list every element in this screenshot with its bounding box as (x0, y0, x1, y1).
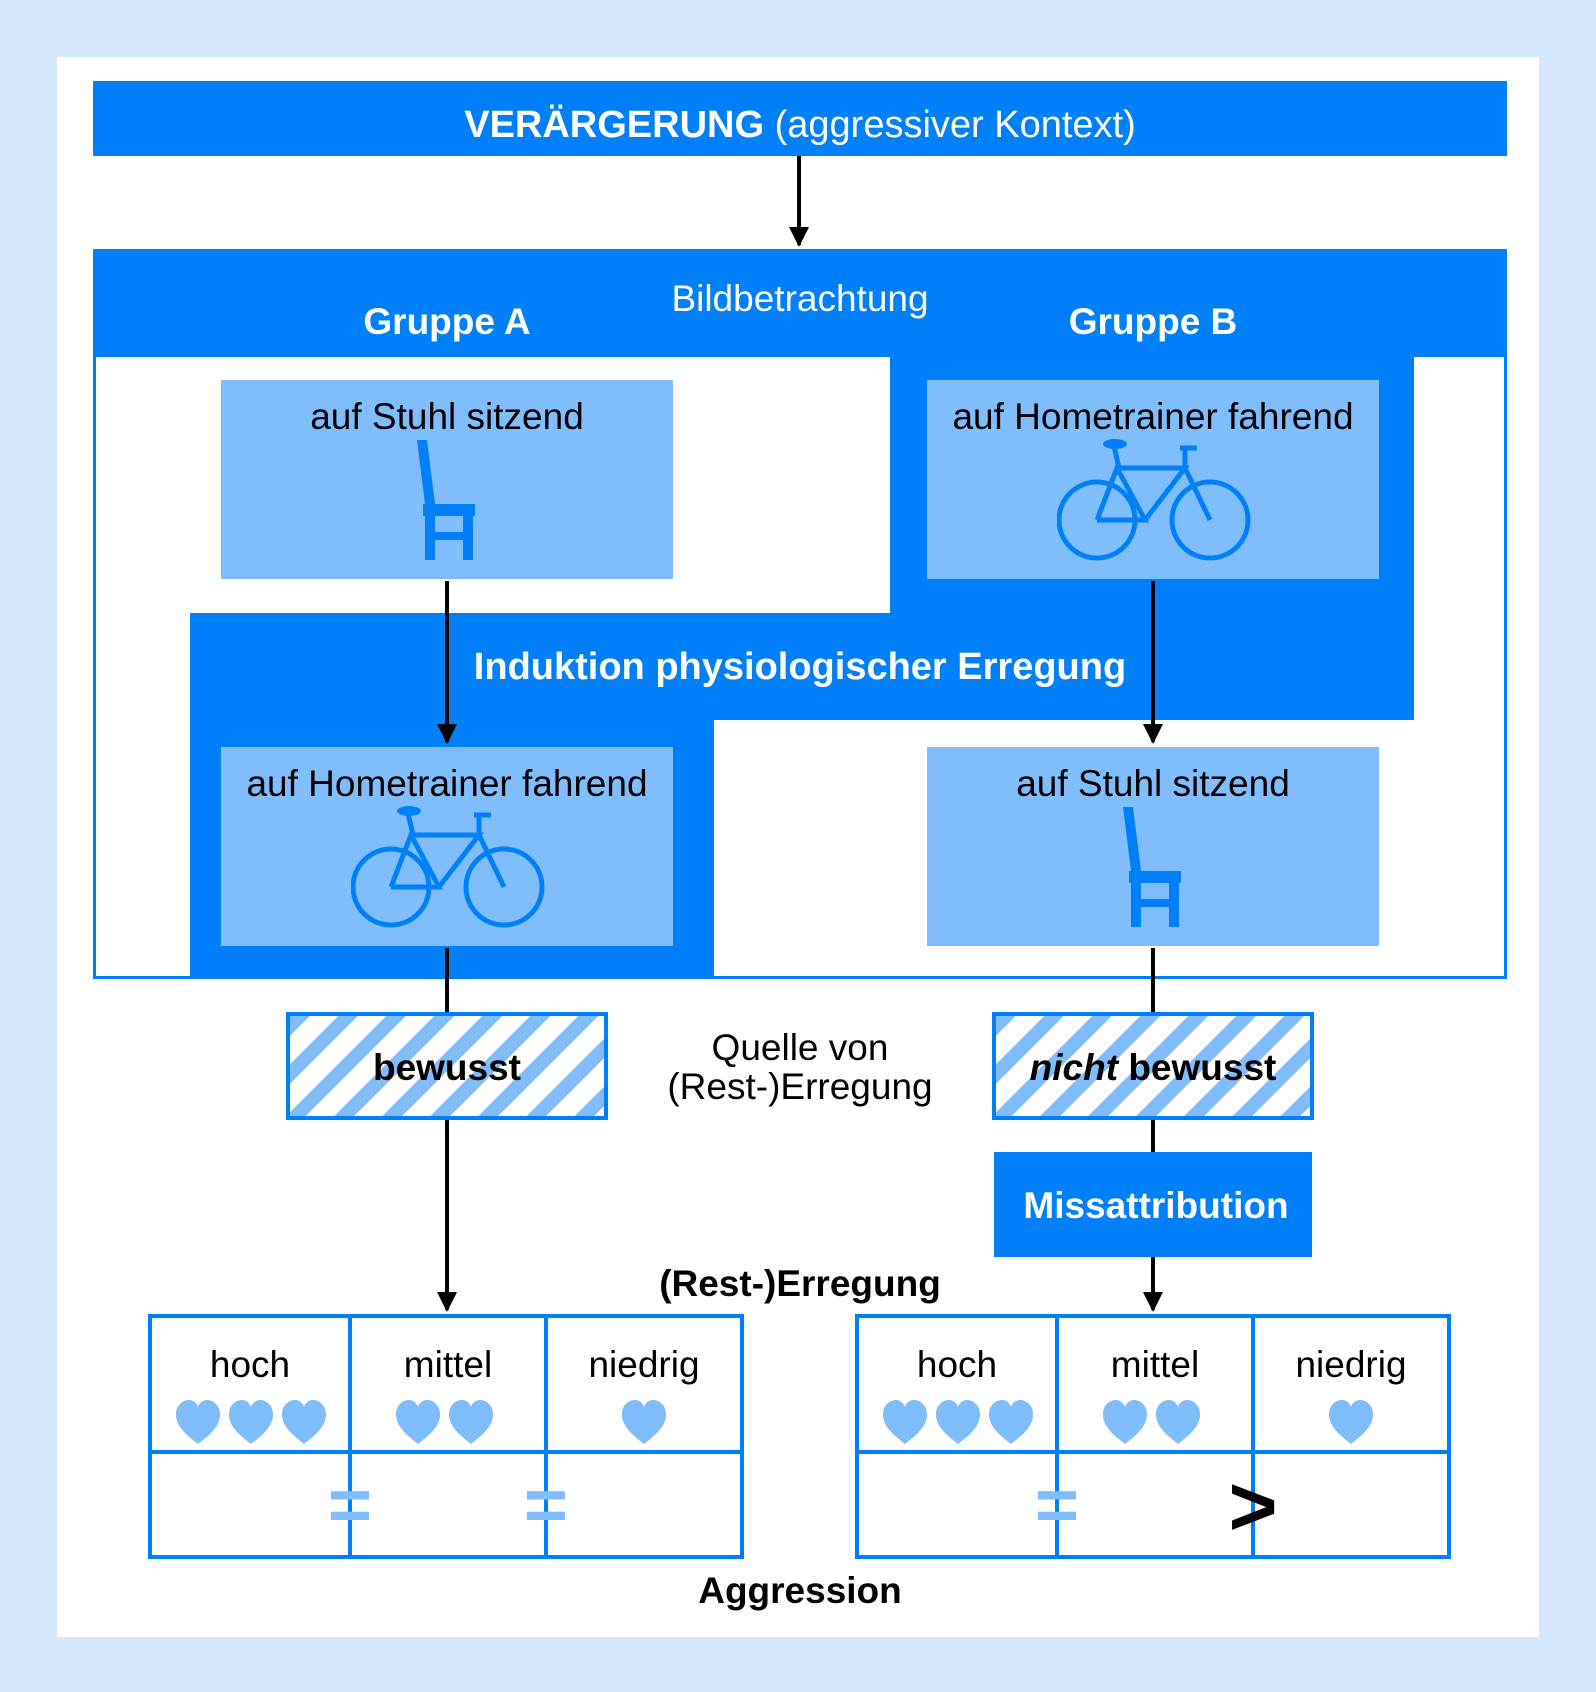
group-b-phase1-text: auf Hometrainer fahrend (952, 396, 1354, 437)
chair-icon (417, 440, 475, 560)
group-b-phase2-box: auf Stuhl sitzend (927, 747, 1379, 946)
header-bar (93, 81, 1507, 156)
level-low: niedrig (1295, 1344, 1407, 1385)
header-title-rest: (aggressiver Kontext) (774, 104, 1136, 146)
comparison-symbol: = (327, 1463, 373, 1548)
hearts-high (176, 1400, 326, 1444)
table-group-a: hoch mittel niedrig = = (148, 1314, 744, 1559)
hearts-medium (1103, 1400, 1200, 1444)
source-unaware-text: nicht bewusst (992, 1047, 1314, 1089)
source-not-word: nicht (1029, 1047, 1119, 1088)
phase2-label: Induktion physiologischer Erregung (473, 646, 1127, 688)
level-high: hoch (916, 1344, 998, 1385)
phase1-band (93, 249, 1507, 357)
group-a-label: Gruppe A (363, 301, 531, 342)
source-conscious-box (286, 1012, 608, 1120)
group-b-phase2-text: auf Stuhl sitzend (1016, 763, 1290, 804)
group-b-phase1-box: auf Hometrainer fahrend (927, 380, 1379, 579)
group-a-phase2-box: auf Hometrainer fahrend (221, 747, 673, 946)
comparison-symbol: = (1034, 1463, 1080, 1548)
source-unaware-box (992, 1012, 1314, 1120)
hearts-high (883, 1400, 1033, 1444)
level-high: hoch (209, 1344, 291, 1385)
header-title: VERÄRGERUNG (aggressiver Kontext) (93, 104, 1507, 147)
hearts-low (1329, 1400, 1373, 1444)
experiment-frame (93, 353, 1507, 979)
source-label-line1: Quelle von (711, 1027, 889, 1068)
aggression-label: Aggression (698, 1570, 902, 1611)
group-a-phase1-box: auf Stuhl sitzend (221, 380, 673, 579)
level-medium: mittel (1110, 1344, 1200, 1385)
group-a-phase2-text: auf Hometrainer fahrend (246, 763, 648, 804)
table-group-b: hoch mittel niedrig = > (855, 1314, 1451, 1559)
table-divider (1055, 1318, 1059, 1555)
missattribution-box (994, 1152, 1312, 1257)
table-divider (348, 1318, 352, 1555)
comparison-symbol: = (523, 1463, 569, 1548)
hearts-medium (396, 1400, 493, 1444)
header-title-bold: VERÄRGERUNG (464, 104, 765, 146)
source-label-line2: (Rest-)Erregung (667, 1066, 933, 1107)
hearts-low (622, 1400, 666, 1444)
bicycle-icon (1057, 439, 1251, 561)
group-a-phase1-text: auf Stuhl sitzend (310, 396, 584, 437)
table-divider (1251, 1318, 1255, 1555)
chair-icon (1123, 807, 1181, 927)
table-divider (544, 1318, 548, 1555)
bicycle-icon (351, 806, 545, 928)
arousal-label: (Rest-)Erregung (659, 1263, 941, 1304)
table-divider (152, 1450, 740, 1454)
level-medium: mittel (403, 1344, 493, 1385)
group-b-label: Gruppe B (1068, 301, 1238, 342)
missattribution-text: Missattribution (1023, 1185, 1289, 1226)
source-aware-word: bewusst (1128, 1047, 1277, 1088)
phase1-label: Bildbetrachtung (671, 278, 929, 319)
table-divider (859, 1450, 1447, 1454)
level-low: niedrig (588, 1344, 700, 1385)
comparison-symbol: > (1228, 1459, 1278, 1553)
source-conscious-text: bewusst (372, 1047, 522, 1088)
